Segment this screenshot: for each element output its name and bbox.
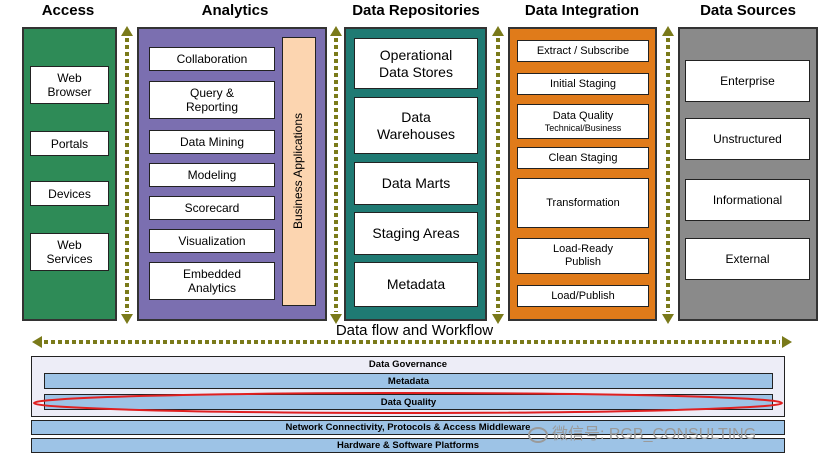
integration-item-clean-staging: Clean Staging [517, 147, 649, 169]
hardware-software-bar: Hardware & Software Platforms [31, 438, 785, 453]
integration-item-load-ready-publish: Load-Ready Publish [517, 238, 649, 274]
source-item-enterprise: Enterprise [685, 60, 810, 102]
repository-item-operational-data-stores: Operational Data Stores [354, 38, 478, 89]
integration-column [508, 27, 657, 321]
integration-item-extract-subscribe: Extract / Subscribe [517, 40, 649, 62]
header-integration: Data Integration [524, 2, 640, 19]
access-item-devices: Devices [30, 181, 109, 206]
header-access: Access [41, 2, 95, 19]
integration-item-load-publish: Load/Publish [517, 285, 649, 307]
source-item-external: External [685, 238, 810, 280]
integration-item-transformation: Transformation [517, 178, 649, 228]
analytics-item-query-reporting: Query & Reporting [149, 81, 275, 119]
analytics-item-embedded-analytics: Embedded Analytics [149, 262, 275, 300]
integration-item-data-quality-label: Data Quality [552, 110, 614, 122]
dataflow-label: Data flow and Workflow [335, 322, 494, 339]
integration-item-data-quality: Data Quality Technical/Business [517, 104, 649, 139]
source-item-informational: Informational [685, 179, 810, 221]
analytics-item-scorecard: Scorecard [149, 196, 275, 220]
integration-item-initial-staging: Initial Staging [517, 73, 649, 95]
repository-item-data-marts: Data Marts [354, 162, 478, 205]
analytics-item-data-mining: Data Mining [149, 130, 275, 154]
repository-item-staging-areas: Staging Areas [354, 212, 478, 255]
header-repositories: Data Repositories [352, 2, 480, 19]
header-sources: Data Sources [700, 2, 796, 19]
watermark: 微信号: RGB_CONSULTING [528, 420, 756, 444]
governance-title: Data Governance [368, 359, 448, 370]
business-applications-label: Business Applications [291, 112, 305, 230]
access-item-web-browser: Web Browser [30, 66, 109, 104]
analytics-item-visualization: Visualization [149, 229, 275, 253]
source-item-unstructured: Unstructured [685, 118, 810, 160]
business-applications-panel [282, 37, 316, 306]
header-analytics: Analytics [201, 2, 269, 19]
repository-item-data-warehouses: Data Warehouses [354, 97, 478, 154]
access-item-web-services: Web Services [30, 233, 109, 271]
analytics-item-collaboration: Collaboration [149, 47, 275, 71]
wechat-icon [528, 426, 548, 443]
watermark-text: 微信号: RGB_CONSULTING [552, 426, 757, 443]
repository-item-metadata: Metadata [354, 262, 478, 307]
network-connectivity-bar: Network Connectivity, Protocols & Access… [31, 420, 785, 435]
governance-metadata-bar: Metadata [44, 373, 773, 389]
access-item-portals: Portals [30, 131, 109, 156]
integration-item-data-quality-sub: Technical/Business [544, 123, 622, 133]
governance-quality-bar: Data Quality [44, 394, 773, 410]
analytics-item-modeling: Modeling [149, 163, 275, 187]
